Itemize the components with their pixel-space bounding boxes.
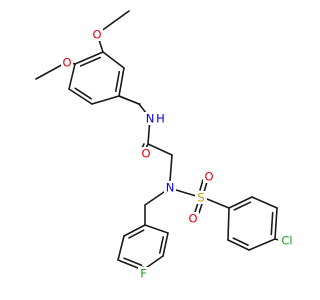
bond-ring-d-6	[228, 196, 253, 209]
molecule-structure-diagram: O O N H O N S O	[35, 10, 296, 281]
bond-ring-d-2	[227, 239, 250, 251]
bond-ring-d-5	[251, 196, 278, 209]
bond-ring-a-4	[68, 88, 93, 105]
bond-ring-a-6	[74, 51, 104, 65]
bond-ring-b-5	[117, 235, 125, 261]
bond-s-o-bottom	[194, 202, 199, 213]
bond-ring-d-6-inner	[233, 201, 252, 211]
bond-ring-d-4-inner	[270, 211, 274, 236]
atom-o-carbonyl: O	[140, 147, 152, 161]
bond-n-s	[175, 189, 197, 197]
bond-ring-d-1	[227, 207, 230, 241]
bond-ring-b-6-inner	[128, 229, 145, 239]
bond-carbonyl-ch2	[147, 143, 173, 156]
bond-ring-b-6	[123, 224, 146, 237]
atom-h-amide-label: H	[156, 112, 165, 126]
atom-h-amide: H	[155, 112, 166, 126]
atom-o-methoxy-left-label: O	[62, 56, 71, 70]
bond-ring-a-5	[68, 63, 76, 90]
atom-o-methoxy-top: O	[91, 28, 103, 42]
atom-f: F	[138, 267, 149, 281]
bond-ring-b-2	[162, 232, 169, 257]
atom-o-sulfonyl-top-label: O	[204, 170, 213, 184]
bond-ring-a-2	[118, 67, 125, 97]
atom-o-carbonyl-label: O	[141, 147, 150, 161]
bond-ring-b-2-inner	[158, 236, 165, 254]
atom-o-methoxy-left: O	[61, 56, 73, 70]
bond-ring-a-6-inner	[79, 56, 102, 67]
bond-ring-a-1	[102, 51, 125, 69]
bond-aryl-ethyl	[118, 95, 140, 105]
bond-s-o-bottom-inner	[198, 203, 203, 214]
atom-s: S	[195, 191, 207, 205]
atom-n-amide: N	[144, 112, 156, 126]
bond-ring-b-1	[144, 224, 169, 234]
bond-ring-a-4-inner	[74, 87, 93, 100]
atom-o-sulfonyl-bottom: O	[187, 212, 199, 226]
atom-o-sulfonyl-top: O	[203, 170, 215, 184]
atom-label-layer: O O N H O N S O	[61, 28, 296, 281]
bond-s-o-top	[203, 181, 208, 193]
atom-n-sulfonamide-label: N	[166, 181, 175, 195]
bond-ch2-n-sulfonamide	[169, 154, 173, 182]
bond-ring-b-4-inner	[123, 257, 143, 267]
bond-layer	[35, 10, 280, 271]
bond-n-benzyl-ch2	[144, 191, 165, 206]
bond-s-o-top-inner	[199, 179, 204, 191]
bond-ring-a-3	[91, 95, 120, 105]
atom-o-sulfonyl-bottom-label: O	[188, 212, 197, 226]
bond-ring-d-2-inner	[232, 237, 249, 246]
atom-cl-label: Cl	[281, 234, 292, 248]
atom-s-label: S	[197, 191, 204, 205]
bond-ring-d-4	[274, 207, 278, 240]
bond-s-aryl	[206, 198, 230, 209]
atom-cl: Cl	[278, 234, 296, 248]
atom-n-amide-label: N	[146, 112, 155, 126]
atom-n-sulfonamide: N	[164, 181, 176, 195]
atom-f-label: F	[140, 267, 147, 281]
bond-ring-a-2-inner	[114, 70, 121, 93]
atom-o-methoxy-top-label: O	[92, 28, 101, 42]
bond-ring-d-3	[248, 238, 276, 251]
